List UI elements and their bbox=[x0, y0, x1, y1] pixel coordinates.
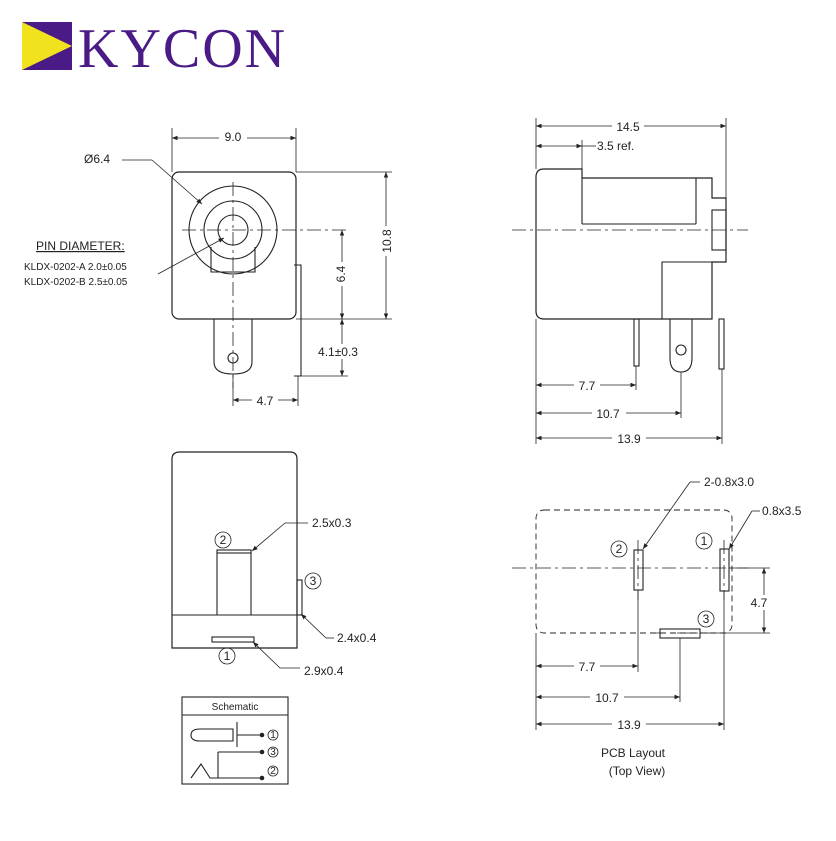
schematic-pin-3: 3 bbox=[270, 747, 276, 758]
side-pin-2 bbox=[718, 318, 725, 370]
side-pin-3 bbox=[633, 318, 640, 367]
schematic-sleeve-symbol bbox=[190, 763, 262, 779]
side-lower-block bbox=[661, 261, 712, 319]
pin-offset-dimension: 4.7 bbox=[257, 394, 274, 408]
schematic-pin-symbol bbox=[190, 728, 234, 742]
side-housing bbox=[535, 168, 727, 320]
side-dim-7-7: 7.7 bbox=[579, 379, 596, 393]
pcb-caption-line1: PCB Layout bbox=[601, 746, 666, 760]
pin-diameter-title: PIN DIAMETER: bbox=[36, 239, 125, 253]
schematic-box bbox=[181, 696, 289, 785]
height-dimension: 10.8 bbox=[380, 229, 394, 253]
pcb-layout: 2-0.8x3.0 0.8x3.5 2 1 3 4.7 7.7 10.7 1 bbox=[512, 475, 802, 778]
pcb-pin-number-1: 1 bbox=[701, 534, 708, 548]
schematic-pin-1: 1 bbox=[270, 730, 276, 741]
side-view: 14.5 3.5 ref. 7.7 10.7 13.9 bbox=[512, 118, 748, 446]
pcb-pin-number-3: 3 bbox=[703, 612, 710, 626]
center-height-dimension: 6.4 bbox=[334, 265, 348, 282]
bottom-pin-number-1: 1 bbox=[224, 649, 231, 663]
bottom-view: 2.5x0.3 2.4x0.4 2.9x0.4 1 2 3 bbox=[171, 451, 377, 678]
logo-mark-yellow bbox=[22, 22, 72, 70]
front-view: 9.0 10.8 6.4 4.1±0.3 4.7 Ø6.4 PIN DIAMET… bbox=[24, 128, 394, 408]
pin3-tab bbox=[296, 579, 303, 616]
pin1-tab bbox=[211, 636, 255, 643]
pcb-dim-7-7: 7.7 bbox=[579, 660, 596, 674]
pcb-slot-label-a: 2-0.8x3.0 bbox=[704, 475, 754, 489]
pin-diameter-row-b: KLDX-0202-B 2.5±0.05 bbox=[24, 277, 128, 288]
pcb-slot-pin2 bbox=[633, 549, 644, 591]
pcb-dim-4-7: 4.7 bbox=[751, 596, 768, 610]
front-side-pin bbox=[294, 264, 302, 377]
pcb-dim-13-9: 13.9 bbox=[617, 718, 641, 732]
bottom-pin-number-2: 2 bbox=[220, 533, 227, 547]
side-dim-13-9: 13.9 bbox=[617, 432, 641, 446]
ref-dimension: 3.5 ref. bbox=[597, 139, 634, 153]
logo-text: KYCON bbox=[78, 18, 287, 80]
jack-contact bbox=[210, 247, 256, 273]
pin2-slot-label: 2.5x0.3 bbox=[312, 516, 352, 530]
pin-length-dimension: 4.1±0.3 bbox=[318, 345, 358, 359]
pcb-slot-pin1 bbox=[719, 548, 730, 592]
side-dim-10-7: 10.7 bbox=[596, 407, 620, 421]
width-dimension: 9.0 bbox=[225, 130, 242, 144]
pcb-outline bbox=[535, 509, 733, 634]
pin-diameter-row-a: KLDX-0202-A 2.0±0.05 bbox=[24, 262, 127, 273]
pcb-dim-10-7: 10.7 bbox=[595, 691, 619, 705]
bottom-pin-number-3: 3 bbox=[310, 574, 317, 588]
overall-length-dimension: 14.5 bbox=[616, 120, 640, 134]
pcb-pin-number-2: 2 bbox=[616, 542, 623, 556]
diameter-label: Ø6.4 bbox=[84, 152, 110, 166]
schematic-pin-2: 2 bbox=[270, 766, 276, 777]
schematic-title: Schematic bbox=[212, 702, 259, 713]
pcb-slot-pin3 bbox=[659, 628, 701, 639]
kycon-logo: KYCON bbox=[22, 18, 287, 80]
pin2-slot bbox=[216, 549, 252, 554]
pin3-label: 2.4x0.4 bbox=[337, 631, 377, 645]
schematic: Schematic 1 3 2 bbox=[181, 696, 289, 785]
pcb-caption-line2: (Top View) bbox=[609, 764, 665, 778]
pcb-slot-label-b: 0.8x3.5 bbox=[762, 504, 802, 518]
pin1-label: 2.9x0.4 bbox=[304, 664, 344, 678]
